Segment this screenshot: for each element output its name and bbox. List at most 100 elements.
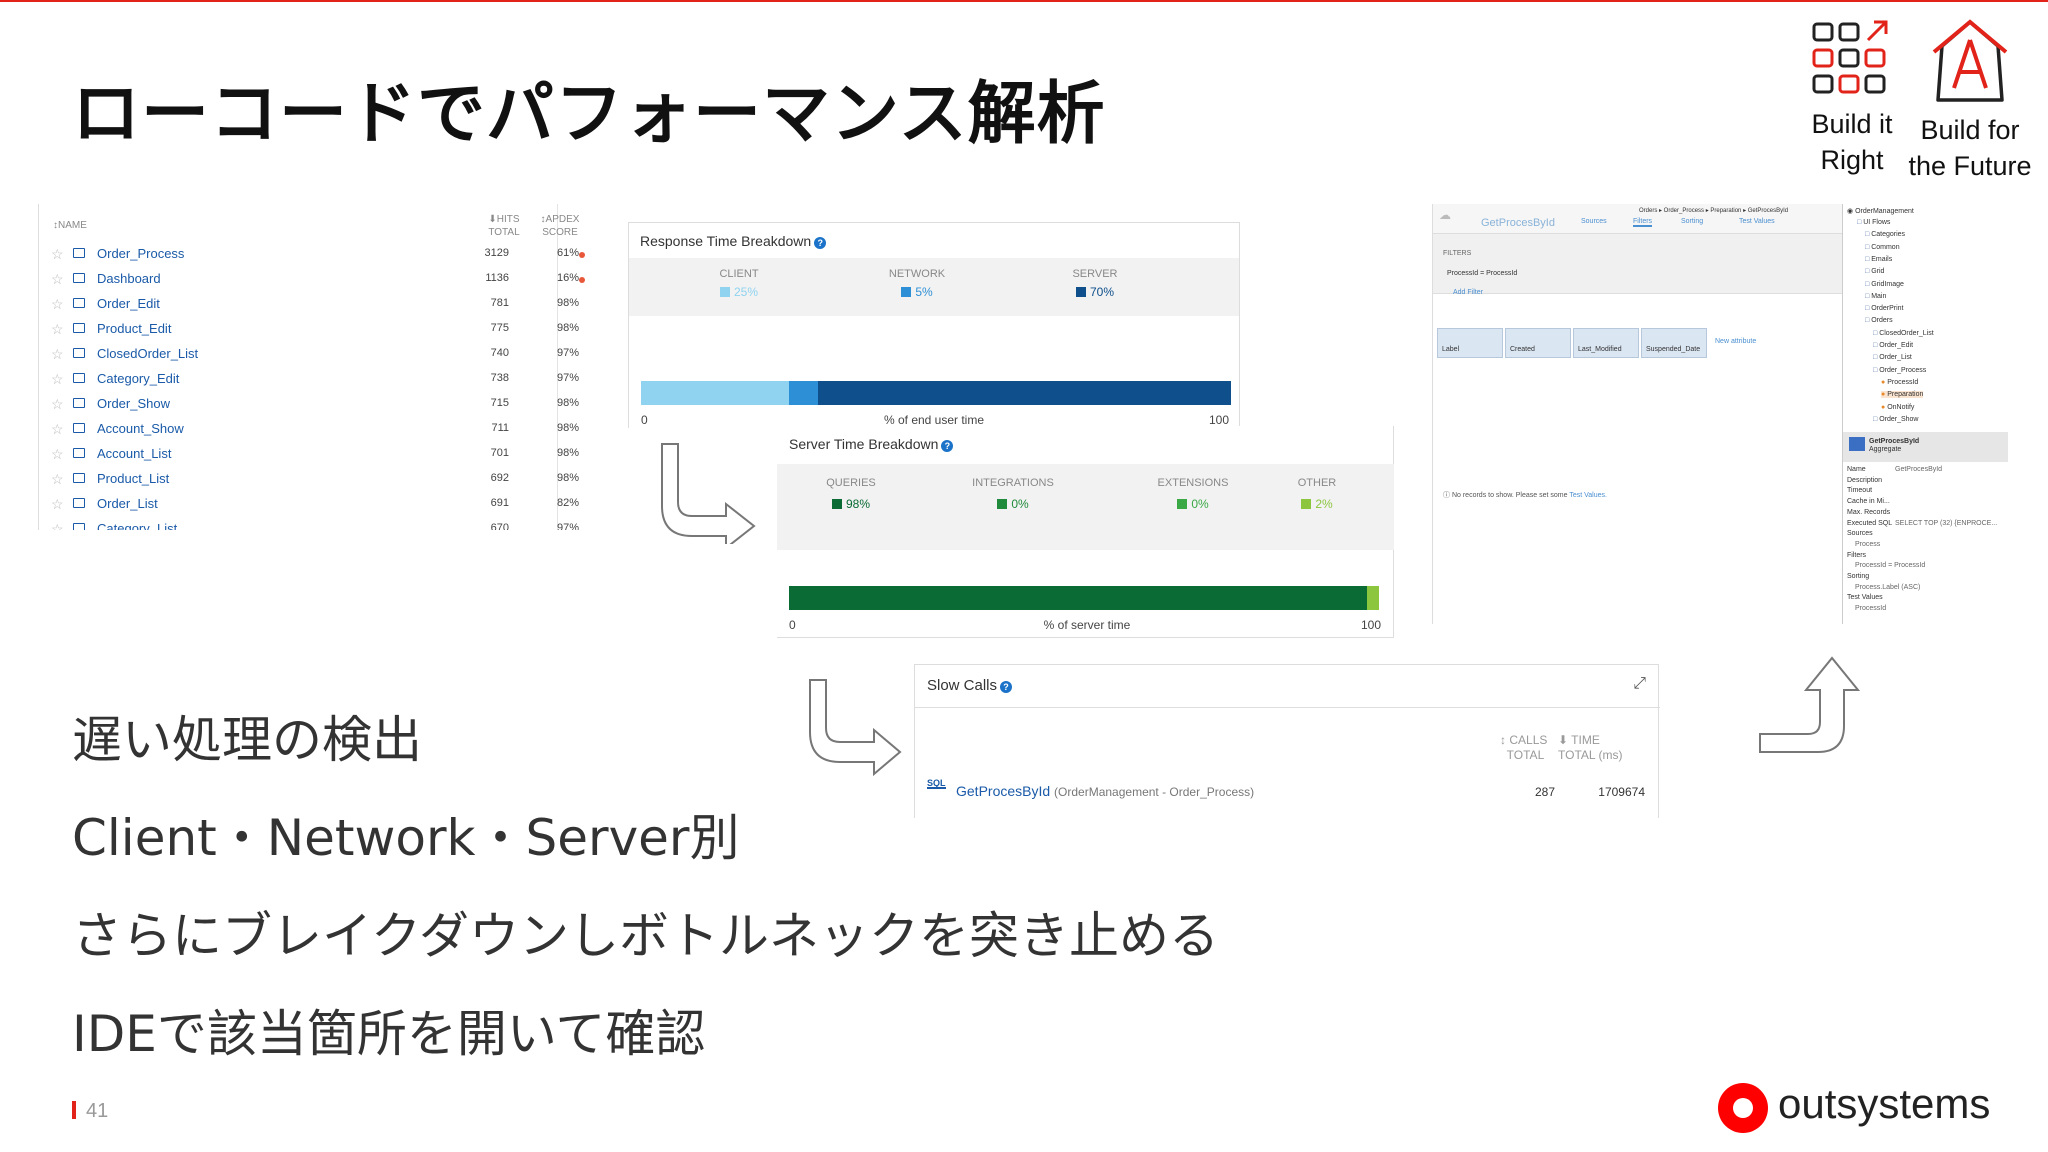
tree-item-label: Categories <box>1871 231 1906 239</box>
bar-segment[interactable] <box>789 586 1368 610</box>
sql-icon: SQL <box>927 778 946 789</box>
entity-column[interactable]: Created <box>1505 328 1571 358</box>
ide-tab-title[interactable]: GetProcesById <box>1481 217 1555 229</box>
new-attribute-link[interactable]: New attribute <box>1715 338 1757 345</box>
apdex-value: 61% <box>556 247 579 259</box>
ide-tab-sorting[interactable]: Sorting <box>1681 218 1704 225</box>
screen-name-link[interactable]: Order_Edit <box>97 296 160 311</box>
add-filter-link[interactable]: Add Filter <box>1453 289 1483 296</box>
property-value[interactable]: SELECT TOP (32) {ENPROCE... <box>1895 519 1998 527</box>
screen-name-link[interactable]: Dashboard <box>97 271 161 286</box>
tree-item-icon: □ <box>1865 305 1872 313</box>
entity-column[interactable]: Suspended_Date <box>1641 328 1707 358</box>
star-icon[interactable]: ☆ <box>51 496 64 512</box>
star-icon[interactable]: ☆ <box>51 246 64 262</box>
tree-item[interactable]: ● Preparation <box>1881 391 1924 399</box>
legend-swatch <box>1301 499 1312 509</box>
ide-tab-filters[interactable]: Filters <box>1633 218 1653 227</box>
help-icon[interactable]: ? <box>1000 681 1013 693</box>
column-header-name[interactable]: ↕NAME <box>53 220 87 231</box>
star-icon[interactable]: ☆ <box>51 421 64 437</box>
bar-segment[interactable] <box>788 381 818 405</box>
star-icon[interactable]: ☆ <box>51 271 64 287</box>
tree-item-label: Order_Process <box>1879 366 1927 374</box>
slow-call-link[interactable]: GetProcesById (OrderManagement - Order_P… <box>956 783 1255 799</box>
tree-item[interactable]: □ ClosedOrder_List <box>1873 330 1934 337</box>
metric-value: 25% <box>679 285 799 299</box>
star-icon[interactable]: ☆ <box>51 446 64 462</box>
screen-name-link[interactable]: Order_Process <box>97 246 185 261</box>
help-icon[interactable]: ? <box>941 440 954 452</box>
star-icon[interactable]: ☆ <box>51 346 64 362</box>
tree-item[interactable]: □ OrderPrint <box>1865 305 1903 312</box>
filter-expression[interactable]: ProcessId = ProcessId <box>1447 270 1518 277</box>
tree-root[interactable]: ◉ OrderManagement <box>1847 208 1914 215</box>
tree-item[interactable]: □ Grid <box>1865 268 1884 275</box>
screen-name-link[interactable]: Order_List <box>97 496 158 511</box>
star-icon[interactable]: ☆ <box>51 521 64 530</box>
screen-name-link[interactable]: Category_List <box>97 521 178 530</box>
screen-name-link[interactable]: Product_List <box>97 471 170 486</box>
tree-item[interactable]: ● OnNotify <box>1881 404 1914 411</box>
ide-tab-test-values[interactable]: Test Values <box>1739 218 1775 225</box>
ide-tab-sources[interactable]: Sources <box>1581 218 1607 225</box>
star-icon[interactable]: ☆ <box>51 396 64 412</box>
hits-value: 775 <box>490 322 509 334</box>
tree-item-icon: □ <box>1865 268 1872 276</box>
star-icon[interactable]: ☆ <box>51 471 64 487</box>
bullet-1: 遅い処理の検出 <box>72 711 422 769</box>
screen-name-link[interactable]: Product_Edit <box>97 321 172 336</box>
tree-item[interactable]: □ GridImage <box>1865 281 1904 288</box>
screen-name-link[interactable]: Category_Edit <box>97 371 180 386</box>
tree-item[interactable]: □ Order_Edit <box>1873 342 1913 349</box>
property-value[interactable]: Process.Label (ASC) <box>1855 583 1921 591</box>
help-icon[interactable]: ? <box>814 237 827 249</box>
screen-name-link[interactable]: Order_Show <box>97 396 170 411</box>
bar-segment[interactable] <box>1367 586 1379 610</box>
entity-column[interactable]: Label <box>1437 328 1503 358</box>
property-value[interactable]: GetProcesById <box>1895 466 1943 473</box>
screen-name-link[interactable]: Account_Show <box>97 421 184 436</box>
tree-item[interactable]: □ UI Flows <box>1857 219 1890 226</box>
entity-column[interactable]: Last_Modified <box>1573 328 1639 358</box>
bar-segment[interactable] <box>818 381 1231 405</box>
screen-name-link[interactable]: ClosedOrder_List <box>97 346 199 361</box>
tree-item[interactable]: □ Orders <box>1865 317 1893 324</box>
star-icon[interactable]: ☆ <box>51 321 64 337</box>
column-header-calls[interactable]: ↕ CALLS TOTAL <box>1500 733 1548 762</box>
property-value[interactable]: ProcessId = ProcessId <box>1855 562 1926 570</box>
tree-item[interactable]: □ Categories <box>1865 231 1905 238</box>
screen-name-link[interactable]: Account_List <box>97 446 172 461</box>
expand-icon[interactable]: ⤢ <box>1633 675 1646 692</box>
metric-value: 98% <box>791 497 911 511</box>
tree-item[interactable]: □ Order_Process <box>1873 367 1926 374</box>
bar-segment[interactable] <box>641 381 789 405</box>
axis-label: % of end user time <box>883 413 985 427</box>
tree-item[interactable]: ● ProcessId <box>1881 379 1918 386</box>
star-icon[interactable]: ☆ <box>51 371 64 387</box>
tree-item[interactable]: □ Main <box>1865 293 1886 300</box>
tree-item[interactable]: □ Emails <box>1865 256 1892 263</box>
star-icon[interactable]: ☆ <box>51 296 64 312</box>
tree-item[interactable]: □ Order_Show <box>1873 416 1918 423</box>
property-value[interactable]: ProcessId <box>1855 605 1887 613</box>
tree-item[interactable]: □ Common <box>1865 244 1900 251</box>
property-value[interactable]: Process <box>1855 540 1881 548</box>
tree-item[interactable]: □ Order_List <box>1873 354 1912 361</box>
